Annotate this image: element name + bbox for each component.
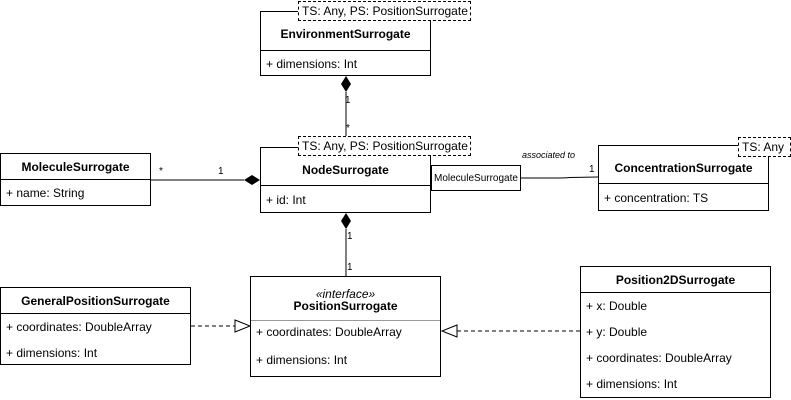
node-molecule-composition-diamond <box>244 175 260 185</box>
molecule-node-target-multiplicity: 1 <box>218 166 224 177</box>
node-attr-id: + id: Int <box>266 193 306 207</box>
molecule-surrogate-class[interactable]: MoleculeSurrogate + name: String <box>0 153 151 206</box>
position2d-attr-x: + x: Double <box>586 299 648 313</box>
concentration-class-name: ConcentrationSurrogate <box>614 161 753 175</box>
environment-attr-dimensions: + dimensions: Int <box>266 57 358 71</box>
position2d-attr-dimensions: + dimensions: Int <box>586 377 678 391</box>
general-position-attr-dimensions: + dimensions: Int <box>6 346 98 360</box>
node-surrogate-class[interactable]: NodeSurrogate + id: Int <box>260 147 431 213</box>
concentration-attr-concentration: + concentration: TS <box>604 191 709 205</box>
general-position-class-name: GeneralPositionSurrogate <box>21 294 170 308</box>
concentration-template-params: TS: Any <box>738 137 791 157</box>
env-node-target-multiplicity: * <box>346 123 350 134</box>
environment-divider <box>261 50 430 51</box>
node-concentration-association-line <box>520 176 599 179</box>
qualifier-box: MoleculeSurrogate <box>431 165 521 191</box>
position-surrogate-interface[interactable]: «interface» PositionSurrogate + coordina… <box>250 276 441 377</box>
position-divider <box>251 320 440 321</box>
position2d-attr-y: + y: Double <box>586 325 648 339</box>
general-position-surrogate-class[interactable]: GeneralPositionSurrogate + coordinates: … <box>0 287 191 365</box>
general-position-attr-coordinates: + coordinates: DoubleArray <box>6 320 152 334</box>
node-position-target-multiplicity: 1 <box>347 262 353 273</box>
position-attr-coordinates: + coordinates: DoubleArray <box>256 325 402 339</box>
molecule-attr-name: + name: String <box>6 186 85 200</box>
molecule-node-source-multiplicity: * <box>159 166 163 177</box>
position2d-class-name: Position2DSurrogate <box>615 273 736 287</box>
env-composition-diamond <box>341 76 351 92</box>
node-template-params: TS: Any, PS: PositionSurrogate <box>298 136 471 156</box>
position-class-name: PositionSurrogate <box>293 299 398 313</box>
node-position-source-multiplicity: 1 <box>347 231 353 242</box>
environment-class-name: EnvironmentSurrogate <box>280 27 411 41</box>
env-node-source-multiplicity: 1 <box>345 95 351 106</box>
qualifier-label: MoleculeSurrogate <box>434 173 518 184</box>
environment-surrogate-class[interactable]: EnvironmentSurrogate + dimensions: Int <box>260 11 431 76</box>
general-position-divider <box>1 313 190 314</box>
association-label: associated to <box>522 150 576 160</box>
molecule-class-name: MoleculeSurrogate <box>21 160 130 174</box>
molecule-divider <box>1 179 150 180</box>
position-stereotype: «interface» <box>315 287 376 301</box>
concentration-divider <box>599 183 768 184</box>
node-divider <box>261 185 430 186</box>
node-class-name: NodeSurrogate <box>302 163 389 177</box>
node-concentration-target-multiplicity: 1 <box>589 164 595 175</box>
position2d-attr-coordinates: + coordinates: DoubleArray <box>586 351 732 365</box>
position-attr-dimensions: + dimensions: Int <box>256 353 348 367</box>
position2d-realization-arrowhead <box>440 324 458 338</box>
general-realization-arrowhead <box>234 319 252 333</box>
environment-template-params: TS: Any, PS: PositionSurrogate <box>298 1 471 21</box>
position2d-divider <box>581 292 770 293</box>
node-position-composition-diamond <box>341 213 351 229</box>
position2d-surrogate-class[interactable]: Position2DSurrogate + x: Double + y: Dou… <box>580 266 771 398</box>
